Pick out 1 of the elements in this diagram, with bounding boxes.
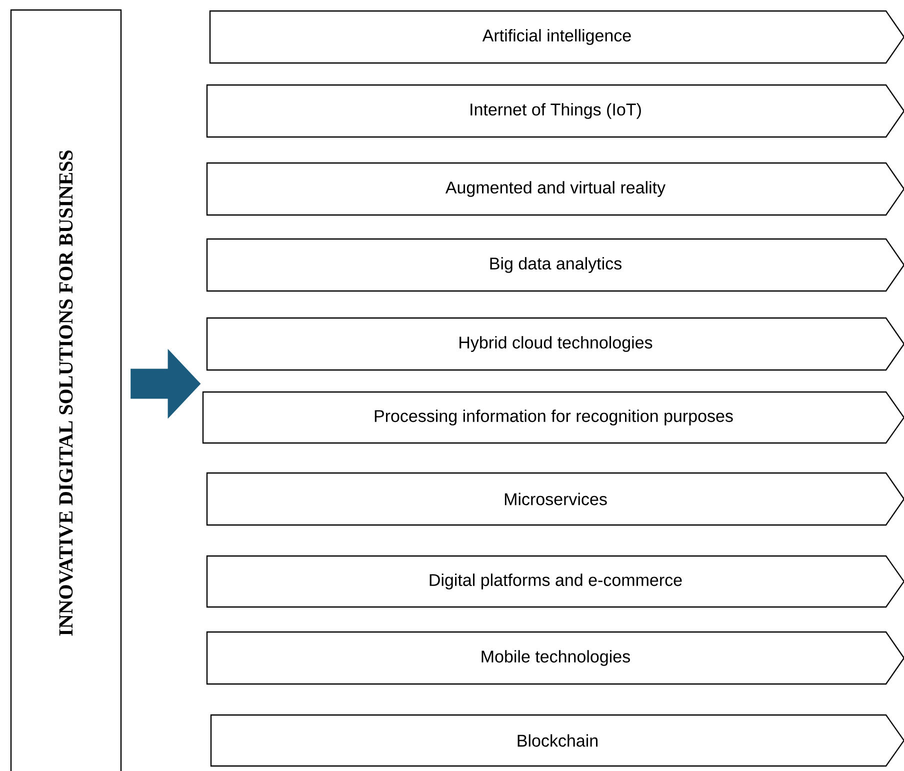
title-box: INNOVATIVE DIGITAL SOLUTIONS FOR BUSINESS [10,9,122,771]
